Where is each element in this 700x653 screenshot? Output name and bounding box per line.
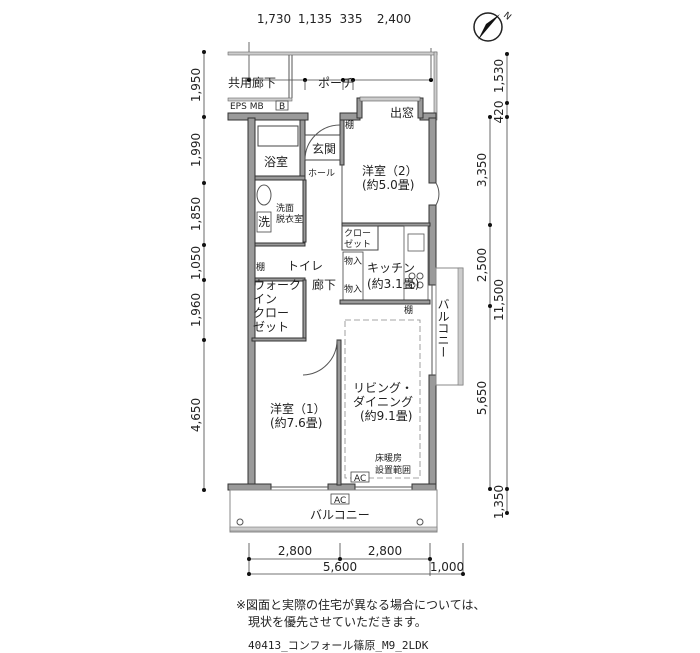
label-storage-1: 物入	[344, 255, 362, 267]
svg-text:1,050: 1,050	[189, 246, 203, 280]
label-western2-size: (約5.0畳)	[362, 177, 414, 192]
label-ac-2: AC	[334, 496, 346, 506]
label-kitchen: キッチン	[367, 261, 415, 275]
label-shelf-2: 棚	[256, 261, 265, 273]
interior-walls	[251, 119, 440, 486]
label-b: B	[279, 102, 285, 112]
disclaimer-line-2: 現状を優先させていただきます。	[248, 615, 427, 629]
svg-text:1,530: 1,530	[492, 59, 506, 93]
svg-text:4,650: 4,650	[189, 398, 203, 432]
top-dimensions: 1,730 1,135 335 2,400	[247, 12, 433, 90]
label-common-corridor: 共用廊下	[228, 75, 276, 90]
label-closet-2: ゼット	[344, 238, 371, 250]
label-washer: 洗	[258, 215, 270, 229]
label-floor-heating: 床暖房	[375, 452, 402, 464]
label-bathroom: 浴室	[264, 154, 288, 169]
label-wic-4: ゼット	[253, 320, 289, 334]
svg-text:11,500: 11,500	[492, 279, 506, 321]
left-dimensions: 1,950 1,990 1,850 1,050 1,960 4,650	[189, 50, 206, 492]
disclaimer-line-1: ※図面と実際の住宅が異なる場合については、	[236, 598, 486, 612]
label-wic-2: イン	[253, 292, 277, 306]
svg-text:1,990: 1,990	[189, 133, 203, 167]
label-closet: クロー	[344, 228, 371, 239]
plan-caption: 40413_コンフォール篠原_M9_2LDK	[248, 639, 429, 652]
svg-text:1,000: 1,000	[430, 560, 464, 574]
label-bay-window: 出窓	[390, 105, 414, 120]
svg-text:1,850: 1,850	[189, 197, 203, 231]
svg-text:1,350: 1,350	[492, 485, 506, 519]
label-corridor: 廊下	[312, 277, 336, 292]
porch-outline	[227, 51, 438, 121]
dim-top-1: 1,730	[257, 12, 291, 26]
balconies	[229, 267, 464, 533]
label-porch: ポーチ	[318, 76, 354, 90]
svg-text:N: N	[501, 11, 513, 23]
compass-icon: N	[473, 11, 513, 42]
svg-text:1,950: 1,950	[189, 68, 203, 102]
label-ac-1: AC	[354, 474, 366, 484]
svg-text:420: 420	[492, 101, 506, 124]
bay-window	[356, 96, 424, 119]
right-dimensions: 1,530 420 11,500 1,350 3,350 2,500 5,650	[475, 52, 509, 519]
label-western2: 洋室（2）	[362, 163, 418, 178]
label-storage-2: 物入	[344, 283, 362, 295]
label-ldk-2: ダイニング	[353, 394, 413, 409]
label-side-balcony: バルコニー	[436, 298, 450, 358]
label-wic: ウォーク	[253, 278, 301, 292]
exterior-walls	[227, 112, 437, 491]
label-shelf-1: 棚	[345, 119, 354, 131]
label-kitchen-size: (約3.1畳)	[367, 276, 419, 291]
label-washroom: 洗面	[276, 202, 294, 214]
label-balcony: バルコニー	[310, 508, 370, 522]
dim-top-2: 1,135	[298, 12, 332, 26]
label-toilet: トイレ	[287, 259, 323, 273]
label-western1-size: (約7.6畳)	[270, 415, 322, 430]
svg-text:5,600: 5,600	[323, 560, 357, 574]
label-wic-3: クロー	[253, 306, 289, 320]
svg-text:3,350: 3,350	[475, 153, 489, 187]
dim-top-4: 2,400	[377, 12, 411, 26]
dim-top-3: 335	[340, 12, 363, 26]
label-shelf-3: 棚	[404, 304, 413, 316]
bottom-dimensions: 2,800 2,800 5,600 1,000	[247, 543, 465, 576]
label-entrance: 玄関	[312, 141, 336, 156]
label-floor-heating-2: 設置範囲	[375, 464, 411, 476]
svg-text:1,960: 1,960	[189, 293, 203, 327]
label-eps-mb: EPS MB	[230, 102, 264, 112]
label-ldk: リビング・	[353, 381, 413, 395]
room-labels: 共用廊下 ポーチ EPS MB B 出窓 浴室 玄関 ホール 洋室（2） (約5…	[228, 75, 450, 522]
svg-text:2,800: 2,800	[368, 544, 402, 558]
label-hall: ホール	[308, 168, 335, 179]
label-washroom-2: 脱衣室	[276, 213, 303, 225]
label-ldk-size: (約9.1畳)	[360, 408, 412, 423]
label-western1: 洋室（1）	[270, 401, 326, 416]
svg-text:5,650: 5,650	[475, 381, 489, 415]
svg-text:2,800: 2,800	[278, 544, 312, 558]
svg-text:2,500: 2,500	[475, 248, 489, 282]
